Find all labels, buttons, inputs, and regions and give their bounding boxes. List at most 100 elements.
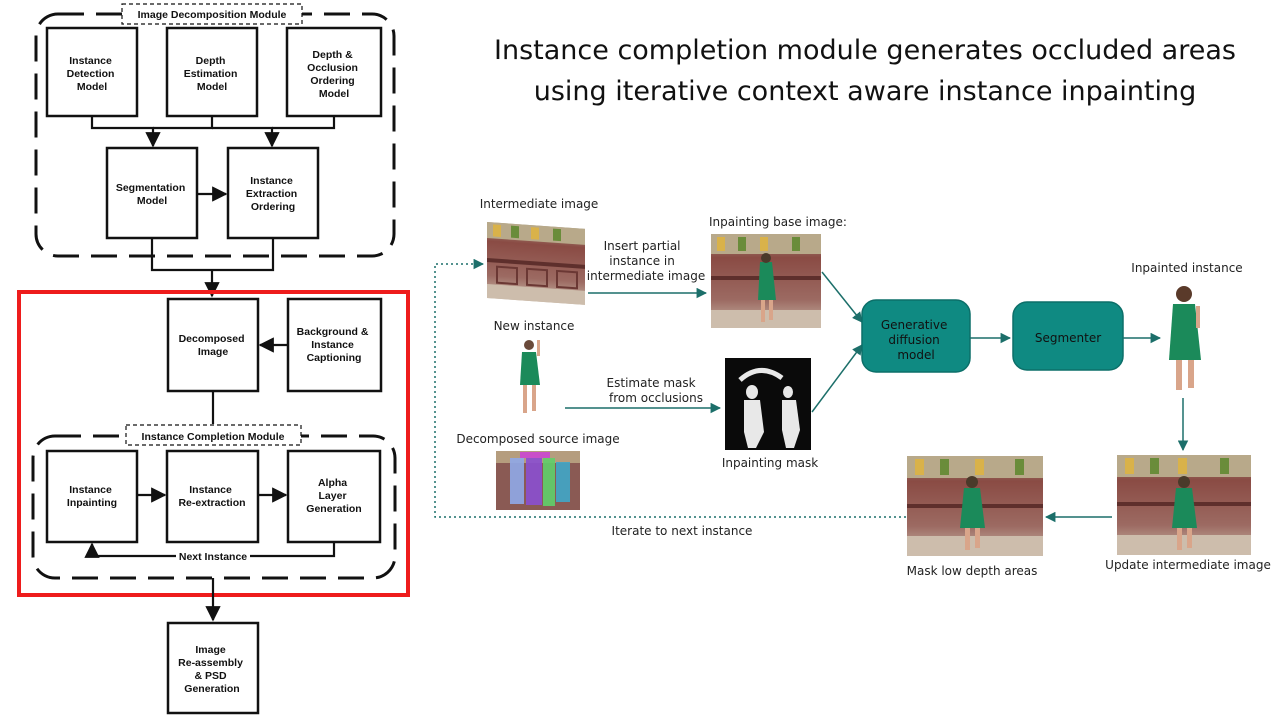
inpainting-base-label: Inpainting base image:: [709, 215, 847, 229]
new-instance-figure: [520, 340, 540, 413]
instance-extraction-line-1: Instance: [250, 175, 293, 187]
insert-partial-line-3: intermediate image: [587, 269, 705, 283]
headline-line-2: using iterative context aware instance i…: [533, 76, 1197, 107]
generative-diffusion-node: Generative diffusion model: [861, 299, 971, 373]
instance-reextraction-box: Instance Re-extraction: [165, 449, 260, 544]
instance-detection-box: Instance Detection Model: [45, 26, 139, 118]
left-flow: Image Decomposition Module Instance Dete…: [17, 3, 410, 715]
depth-occlusion-line-4: Model: [319, 88, 349, 100]
instance-extraction-box: Instance Extraction Ordering: [226, 146, 320, 240]
new-instance-label: New instance: [494, 319, 575, 333]
image-decomposition-title-box: [121, 3, 303, 25]
intermediate-image-label: Intermediate image: [480, 197, 599, 211]
depth-occlusion-line-2: Occlusion: [307, 62, 358, 74]
inpainting-mask-thumb: [725, 358, 811, 450]
connector-detection-to-seg: [90, 116, 161, 148]
depth-estimation-line-2: Estimation: [184, 68, 238, 80]
connector-seg-down: [150, 238, 212, 272]
diffusion-line-3: model: [897, 348, 934, 362]
segmentation-line-2: Model: [137, 195, 167, 207]
svg-text:Segmentation Model: Segmentation Model: [116, 182, 188, 207]
image-reassembly-line-4: Generation: [184, 683, 239, 695]
instance-inpainting-box: Instance Inpainting: [45, 449, 139, 544]
next-instance-label: Next Instance: [179, 551, 247, 563]
alpha-layer-line-3: Generation: [306, 503, 361, 515]
depth-occlusion-line-3: Ordering: [310, 75, 354, 87]
insert-partial-line-1: Insert partial: [604, 239, 681, 253]
inpainted-instance-figure: [1169, 286, 1201, 390]
connector-depth-to-extract: [212, 126, 280, 148]
svg-text:Image Re-assembly: Image Re-assembly & PSD Generation: [178, 644, 246, 695]
insert-partial-line-2: instance in: [609, 254, 675, 268]
update-intermediate-label: Update intermediate image: [1105, 558, 1271, 572]
background-captioning-line-3: Captioning: [307, 352, 362, 364]
instance-completion-title: Instance Completion Module: [142, 431, 285, 443]
instance-detection-line-1: Instance: [69, 55, 112, 67]
instance-reextraction-line-1: Instance: [189, 484, 232, 496]
diffusion-line-1: Generative: [881, 318, 947, 332]
image-reassembly-line-2: Re-assembly: [178, 657, 243, 669]
arrow-base-to-diffusion: [821, 271, 863, 323]
image-reassembly-box: Image Re-assembly & PSD Generation: [166, 621, 260, 715]
instance-inpainting-line-1: Instance: [69, 484, 112, 496]
inpainting-base-thumb: [711, 234, 821, 328]
segmenter-label: Segmenter: [1035, 331, 1101, 345]
svg-text:Instance Detection: Instance Detection Model: [67, 55, 118, 93]
instance-completion-title-box: [125, 424, 302, 446]
segmentation-line-1: Segmentation: [116, 182, 185, 194]
image-decomposition-title: Image Decomposition Module: [138, 9, 287, 21]
background-captioning-line-1: Background &: [297, 326, 369, 338]
instance-inpainting-line-2: Inpainting: [67, 497, 117, 509]
alpha-layer-line-1: Alpha: [318, 477, 347, 489]
depth-estimation-box: Depth Estimation Model: [165, 26, 259, 118]
decomposed-image-line-1: Decomposed: [179, 333, 245, 345]
decomposed-image-line-2: Image: [198, 346, 229, 358]
mask-low-depth-thumb: [907, 456, 1043, 556]
instance-detection-line-3: Model: [77, 81, 107, 93]
background-captioning-box: Background & Instance Captioning: [286, 297, 383, 393]
svg-text:Generative diffusion: Generative diffusion model: [881, 318, 951, 362]
svg-text:Depth Estimation: Depth Estimation Model: [184, 55, 241, 93]
inpainting-mask-label: Inpainting mask: [722, 456, 818, 470]
connector-occlusion-to-extract: [272, 116, 336, 130]
svg-text:Decomposed Image: Decomposed Image: [179, 333, 248, 358]
update-intermediate-thumb: [1117, 455, 1251, 555]
instance-extraction-line-2: Extraction: [246, 188, 297, 200]
pipeline: Intermediate image New instance Decompos…: [434, 197, 1271, 578]
connector-depth-to-seg: [153, 116, 214, 130]
depth-estimation-line-3: Model: [197, 81, 227, 93]
alpha-layer-line-2: Layer: [319, 490, 347, 502]
iterate-loop-line: [434, 258, 906, 518]
instance-reextraction-line-2: Re-extraction: [178, 497, 245, 509]
estimate-mask-line-2: from occlusions: [609, 391, 703, 405]
headline-line-1: Instance completion module generates occ…: [494, 35, 1236, 66]
iterate-label: Iterate to next instance: [612, 524, 753, 538]
image-reassembly-line-3: & PSD: [194, 670, 227, 682]
decomposed-source-thumb: [496, 451, 580, 510]
depth-occlusion-line-1: Depth &: [312, 49, 353, 61]
estimate-mask-label: Estimate mask from occlusions: [607, 376, 703, 405]
background-captioning-line-2: Instance: [311, 339, 354, 351]
arrow-mask-to-diffusion: [811, 344, 863, 413]
decomposed-image-box: Decomposed Image: [166, 297, 260, 393]
estimate-mask-line-1: Estimate mask: [607, 376, 696, 390]
instance-extraction-line-3: Ordering: [251, 201, 295, 213]
image-reassembly-line-1: Image: [195, 644, 226, 656]
connector-extract-down: [212, 238, 275, 272]
diffusion-line-2: diffusion: [888, 333, 939, 347]
svg-text:Instance Inpainting: Instance Inpainting: [67, 484, 117, 509]
inpainted-instance-label: Inpainted instance: [1131, 261, 1242, 275]
svg-text:Depth & Occlusion: Depth & Occlusion Ordering Model: [307, 49, 361, 100]
depth-occlusion-box: Depth & Occlusion Ordering Model: [285, 26, 383, 118]
headline: Instance completion module generates occ…: [470, 30, 1260, 112]
segmentation-model-box: Segmentation Model: [105, 146, 199, 240]
intermediate-image-thumb: [487, 222, 585, 305]
decomposed-source-label: Decomposed source image: [456, 432, 619, 446]
svg-text:Background & Instance: Background & Instance Captioning: [297, 326, 372, 364]
insert-partial-label: Insert partial instance in intermediate …: [587, 239, 705, 283]
svg-text:Instance Extraction: Instance Extraction Ordering: [246, 175, 300, 213]
svg-text:Instance Re-extraction: Instance Re-extraction: [178, 484, 245, 509]
segmenter-node: Segmenter: [1012, 301, 1124, 371]
depth-estimation-line-1: Depth: [196, 55, 226, 67]
